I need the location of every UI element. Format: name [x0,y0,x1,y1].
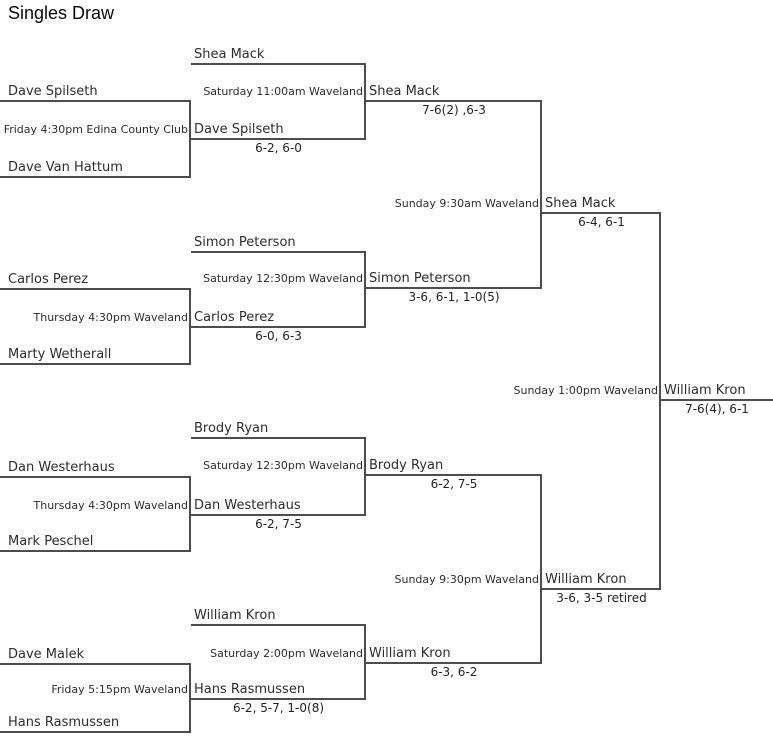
connector-r2m2 [364,251,366,328]
slot-r2m3-player2: Dan Westerhaus Thursday 4:30pm Waveland … [34,494,366,531]
final-player1-name: Shea Mack [545,196,616,211]
sf2-score-row: 3-6, 3-5 retired [542,588,661,606]
r2m3-player1-name: Brody Ryan [194,421,269,436]
connector-r1m2 [189,288,191,365]
connector-sf1 [540,100,542,289]
page-title: Singles Draw [8,3,115,23]
r2m1-player1-name: Shea Mack [194,47,265,62]
connector-r2m3 [364,437,366,516]
slot-r2m2-player1: Simon Peterson [191,231,366,253]
r1m4-score-row: 6-2, 5-7, 1-0(8) [191,698,366,716]
r2m2-match-score: 3-6, 6-1, 1-0(5) [408,290,500,304]
r1m3-match-score: 6-2, 7-5 [255,517,302,531]
final-score-row: 7-6(4), 6-1 [661,399,773,417]
r1m1-player2-name: Dave Van Hattum [8,160,123,175]
r1m2-match-score: 6-0, 6-3 [255,329,302,343]
slot-sf2-player1: Brody Ryan Saturday 12:30pm Waveland 6-2… [203,454,542,491]
sf1-player2-name: Simon Peterson [369,271,471,286]
r2m2-player1-name: Simon Peterson [194,235,296,250]
r2m1-score-row: 7-6(2) ,6-3 [366,100,542,118]
r1m1-score-row: 6-2, 6-0 [191,138,366,156]
final-match-time: Sunday 1:00pm Waveland [513,384,659,397]
slot-r1m3-player1: Dan Westerhaus [0,456,191,478]
r2m4-score-row: 6-3, 6-2 [366,662,542,680]
r1m3-match-time: Thursday 4:30pm Waveland [33,499,188,512]
sf1-match-score: 6-4, 6-1 [578,215,625,229]
slot-sf1-player2: Simon Peterson Saturday 12:30pm Waveland… [203,267,542,304]
connector-final [659,212,661,590]
slot-r1m1-player1: Dave Spilseth [0,80,191,102]
slot-champion: William Kron Sunday 1:00pm Waveland 7-6(… [514,379,773,416]
r2m3-score-row: 6-2, 7-5 [366,474,542,492]
slot-final-player1: Shea Mack Sunday 9:30am Waveland 6-4, 6-… [395,192,661,229]
r1m4-player1-name: Dave Malek [8,647,85,662]
slot-r1m3-player2: Mark Peschel [0,530,191,552]
sf1-match-time: Sunday 9:30am Waveland [394,197,539,210]
r1m2-score-row: 6-0, 6-3 [191,326,366,344]
r1m3-player2-name: Mark Peschel [8,534,94,549]
r1m1-match-time: Friday 4:30pm Edina County Club [3,123,188,136]
r2m2-match-time: Saturday 12:30pm Waveland [203,272,363,285]
r1m2-player2-name: Marty Wetherall [8,347,112,362]
r2m2-score-row: 3-6, 6-1, 1-0(5) [366,287,542,305]
sf2-player1-name: Brody Ryan [369,458,444,473]
slot-r2m1-player2: Dave Spilseth Friday 4:30pm Edina County… [4,118,366,155]
r2m4-match-score: 6-3, 6-2 [430,665,478,679]
r2m1-match-time: Saturday 11:00am Waveland [203,85,363,98]
final-player2-name: William Kron [545,572,627,587]
slot-sf2-player2: William Kron Saturday 2:00pm Waveland 6-… [210,642,542,679]
sf2-match-time: Sunday 9:30pm Waveland [394,573,540,586]
final-match-score: 7-6(4), 6-1 [685,402,749,416]
slot-r1m4-player1: Dave Malek [0,643,191,665]
r1m2-match-time: Thursday 4:30pm Waveland [33,311,188,324]
connector-r2m1 [364,63,366,140]
r2m4-match-time: Saturday 2:00pm Waveland [210,647,363,660]
connector-sf2 [540,474,542,664]
r1m4-match-time: Friday 5:15pm Waveland [51,683,188,696]
r2m3-player2-name: Dan Westerhaus [194,498,301,513]
r1m3-score-row: 6-2, 7-5 [191,514,366,532]
connector-r1m3 [189,476,191,552]
slot-r2m4-player2: Hans Rasmussen Friday 5:15pm Waveland 6-… [51,678,366,715]
r2m2-player2-name: Carlos Perez [194,310,275,325]
r1m2-player1-name: Carlos Perez [8,272,89,287]
connector-r1m4 [189,663,191,733]
champion-name: William Kron [664,383,746,398]
r1m1-player1-name: Dave Spilseth [8,84,98,99]
sf2-player2-name: William Kron [369,646,451,661]
r2m4-player2-name: Hans Rasmussen [194,682,306,697]
r2m3-match-score: 6-2, 7-5 [430,477,478,491]
slot-sf1-player1: Shea Mack Saturday 11:00am Waveland 7-6(… [203,80,542,117]
slot-final-player2: William Kron Sunday 9:30pm Waveland 3-6,… [395,568,661,605]
slot-r1m1-player2: Dave Van Hattum [0,156,191,178]
connector-r2m4 [364,624,366,700]
sf1-player1-name: Shea Mack [369,84,440,99]
r1m4-player2-name: Hans Rasmussen [8,715,120,730]
r2m1-player2-name: Dave Spilseth [194,122,284,137]
r1m3-player1-name: Dan Westerhaus [8,460,115,475]
slot-r1m4-player2: Hans Rasmussen [0,711,191,733]
slot-r2m1-player1: Shea Mack [191,43,366,65]
r2m1-match-score: 7-6(2) ,6-3 [422,103,486,117]
slot-r1m2-player1: Carlos Perez [0,268,191,290]
slot-r2m2-player2: Carlos Perez Thursday 4:30pm Waveland 6-… [34,306,366,343]
slot-r2m4-player1: William Kron [191,604,366,626]
r2m4-player1-name: William Kron [194,608,276,623]
r1m4-match-score: 6-2, 5-7, 1-0(8) [232,701,325,715]
sf1-score-row: 6-4, 6-1 [542,212,661,230]
connector-r1m1 [189,100,191,178]
slot-r1m2-player2: Marty Wetherall [0,343,191,365]
sf2-match-score: 3-6, 3-5 retired [556,591,647,605]
r1m1-match-score: 6-2, 6-0 [255,141,302,155]
r2m3-match-time: Saturday 12:30pm Waveland [203,459,363,472]
slot-r2m3-player1: Brody Ryan [191,417,366,439]
